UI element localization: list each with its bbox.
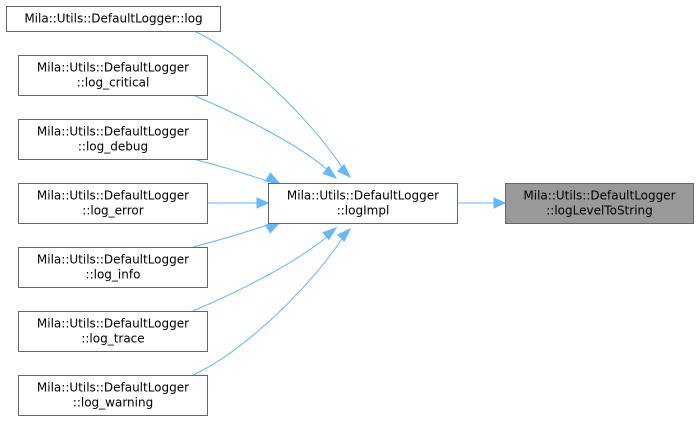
node-log-warning[interactable]: Mila::Utils::DefaultLogger::log_warning — [18, 375, 208, 416]
edge-line — [193, 30, 346, 173]
node-box — [18, 375, 208, 416]
node-box — [18, 55, 208, 96]
node-label-line: ::log_warning — [73, 396, 153, 410]
node-label-line: ::logLevelToString — [546, 204, 653, 218]
node-logImpl[interactable]: Mila::Utils::DefaultLogger::logImpl — [268, 183, 458, 224]
node-log-info[interactable]: Mila::Utils::DefaultLogger::log_info — [18, 247, 208, 288]
arrowhead — [493, 197, 507, 209]
node-label-line: Mila::Utils::DefaultLogger — [37, 125, 189, 139]
node-label-line: ::log_error — [82, 204, 143, 218]
node-log-critical[interactable]: Mila::Utils::DefaultLogger::log_critical — [18, 55, 208, 96]
node-box — [18, 247, 208, 288]
edge-line — [192, 233, 346, 376]
node-label-line: ::log_critical — [77, 76, 150, 90]
node-log-trace[interactable]: Mila::Utils::DefaultLogger::log_trace — [18, 311, 208, 352]
edge-line — [192, 223, 271, 248]
node-label-line: Mila::Utils::DefaultLogger — [37, 381, 189, 395]
edge-log_error-to-logImpl — [207, 197, 270, 209]
arrowhead — [322, 227, 338, 241]
node-log-debug[interactable]: Mila::Utils::DefaultLogger::log_debug — [18, 119, 208, 160]
edge-log_warning-to-logImpl — [192, 227, 352, 376]
arrowhead — [264, 172, 283, 186]
node-label-line: ::log_trace — [81, 332, 144, 346]
edge-log_debug-to-logImpl — [192, 158, 283, 186]
node-box — [18, 311, 208, 352]
node-logLevelToString: Mila::Utils::DefaultLogger::logLevelToSt… — [505, 183, 694, 224]
node-box — [6, 6, 221, 32]
edge-log_critical-to-logImpl — [192, 94, 338, 179]
node-label-line: Mila::Utils::DefaultLogger — [37, 253, 189, 267]
node-label-line: Mila::Utils::DefaultLogger — [287, 189, 439, 203]
node-box — [18, 183, 208, 224]
node-label-line: ::log_debug — [78, 140, 148, 154]
node-label-line: ::logImpl — [337, 204, 390, 218]
nodes: Mila::Utils::DefaultLogger::logMila::Uti… — [6, 6, 694, 416]
edge-log_trace-to-logImpl — [192, 227, 338, 312]
node-box — [268, 183, 458, 224]
arrowhead — [322, 165, 338, 179]
edge-logImpl-to-logLevelToString — [457, 197, 507, 209]
arrowhead — [256, 197, 270, 209]
node-label-line: Mila::Utils::DefaultLogger — [37, 317, 189, 331]
node-box — [18, 119, 208, 160]
node-log[interactable]: Mila::Utils::DefaultLogger::log — [6, 6, 221, 32]
node-box — [505, 183, 694, 224]
arrowhead — [336, 163, 352, 179]
edge-line — [192, 233, 331, 312]
node-label-line: Mila::Utils::DefaultLogger::log — [24, 12, 202, 26]
node-label-line: ::log_info — [86, 268, 141, 282]
node-label-line: Mila::Utils::DefaultLogger — [523, 189, 675, 203]
node-label-line: Mila::Utils::DefaultLogger — [37, 61, 189, 75]
edge-line — [192, 158, 271, 183]
edge-line — [192, 94, 331, 173]
node-log-error[interactable]: Mila::Utils::DefaultLogger::log_error — [18, 183, 208, 224]
node-label-line: Mila::Utils::DefaultLogger — [37, 189, 189, 203]
edge-log-to-logImpl — [193, 30, 352, 179]
edge-log_info-to-logImpl — [192, 220, 283, 248]
arrowhead — [336, 227, 352, 243]
